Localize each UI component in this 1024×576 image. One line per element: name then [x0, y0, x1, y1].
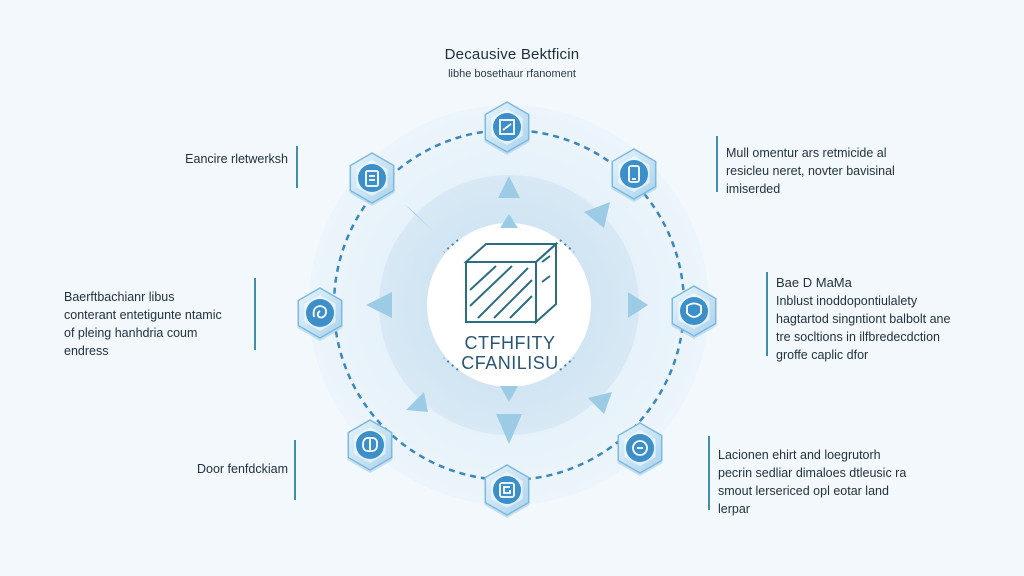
arrow-bottom-small	[500, 386, 518, 402]
annotation-line: pecrin sedliar dimaloes dtleusic ra	[718, 466, 907, 480]
node-ring	[297, 101, 717, 518]
annotation-line: of pleing hanhdria coum	[64, 326, 198, 340]
annotation-line: imiserded	[726, 182, 781, 196]
center-label-line2: CFANILISU	[461, 353, 559, 373]
arrow-lower-right	[588, 392, 612, 414]
node-top-right	[611, 148, 657, 202]
arrow-upper-right	[584, 202, 610, 228]
node-bottom-right	[617, 422, 663, 476]
arrow-top-small	[500, 214, 518, 228]
arrow-lower-left	[406, 392, 428, 412]
cube-icon	[463, 241, 559, 325]
annotation-line: Mull omentur ars retmicide al	[726, 146, 887, 160]
arrow-bottom	[496, 414, 522, 444]
node-right	[671, 285, 717, 339]
node-bottom	[484, 464, 530, 518]
center-label-line1: CTFHFITY	[464, 333, 556, 353]
annotation-bar-left-mid	[254, 278, 256, 350]
annotation-bar-right-bottom	[708, 436, 710, 510]
annotation-line: Door fenfdckiam	[196, 462, 288, 476]
annotation-line: endress	[64, 344, 109, 358]
arrow-right	[628, 292, 648, 318]
diagram-title: Decausive Bektficin	[444, 46, 580, 63]
document-icon	[499, 119, 515, 135]
phone-icon	[628, 165, 640, 183]
annotation-line: hagtartod singntiont balbolt ane	[776, 312, 951, 326]
node-top-left	[349, 152, 395, 206]
annotation-heading: Bae D MaMa	[776, 275, 852, 290]
node-left	[297, 287, 343, 341]
shield-icon	[686, 302, 702, 318]
diagram-subtitle: libhe bosethaur rfanoment	[448, 68, 576, 80]
annotation-left-bottom: Door fenfdckiam	[197, 460, 288, 478]
annotation-bar-left-top	[296, 146, 298, 188]
square-g-icon	[499, 482, 515, 498]
inward-arrows	[366, 176, 648, 444]
swirl-icon	[312, 305, 328, 319]
arrow-top	[498, 176, 520, 198]
center-label: CTFHFITY CFANILISU	[430, 333, 590, 373]
annotation-left-mid: Baerftbachianr libus conterant entetigun…	[64, 288, 222, 360]
annotation-line: Inblust inoddopontiulalety	[776, 294, 918, 308]
clipboard-icon	[365, 170, 379, 187]
brain-icon	[362, 436, 379, 453]
annotation-bar-left-bottom	[294, 440, 296, 500]
annotation-line: resicleu neret, novter bavisinal	[726, 164, 895, 178]
annotation-bar-right-top	[716, 136, 718, 192]
annotation-line: groffe caplic dfor	[776, 348, 869, 362]
annotation-right-mid: Bae D MaMa Inblust inoddopontiulalety ha…	[776, 274, 950, 364]
badge-icon	[632, 440, 648, 456]
annotation-right-bottom: Lacionen ehirt and loegrutorh pecrin sed…	[718, 446, 906, 518]
annotation-right-top: Mull omentur ars retmicide al resicleu n…	[726, 144, 895, 198]
annotation-line: lerpar	[718, 502, 750, 516]
arrow-left	[366, 292, 392, 318]
arrow-upper-left	[404, 204, 432, 230]
annotation-line: conterant entetigunte ntamic	[64, 308, 222, 322]
annotation-line: Baerftbachianr libus	[64, 290, 175, 304]
node-bottom-left	[347, 419, 393, 473]
annotation-line: Eancire rletwerksh	[185, 152, 288, 166]
annotation-line: tre socltions in ilfbredecdction	[776, 330, 940, 344]
annotation-bar-right-mid	[766, 272, 768, 356]
node-top	[484, 101, 530, 155]
annotation-left-top: Eancire rletwerksh	[185, 150, 288, 168]
annotation-line: Lacionen ehirt and loegrutorh	[718, 448, 881, 462]
annotation-line: smout lersericed opl eotar land	[718, 484, 889, 498]
